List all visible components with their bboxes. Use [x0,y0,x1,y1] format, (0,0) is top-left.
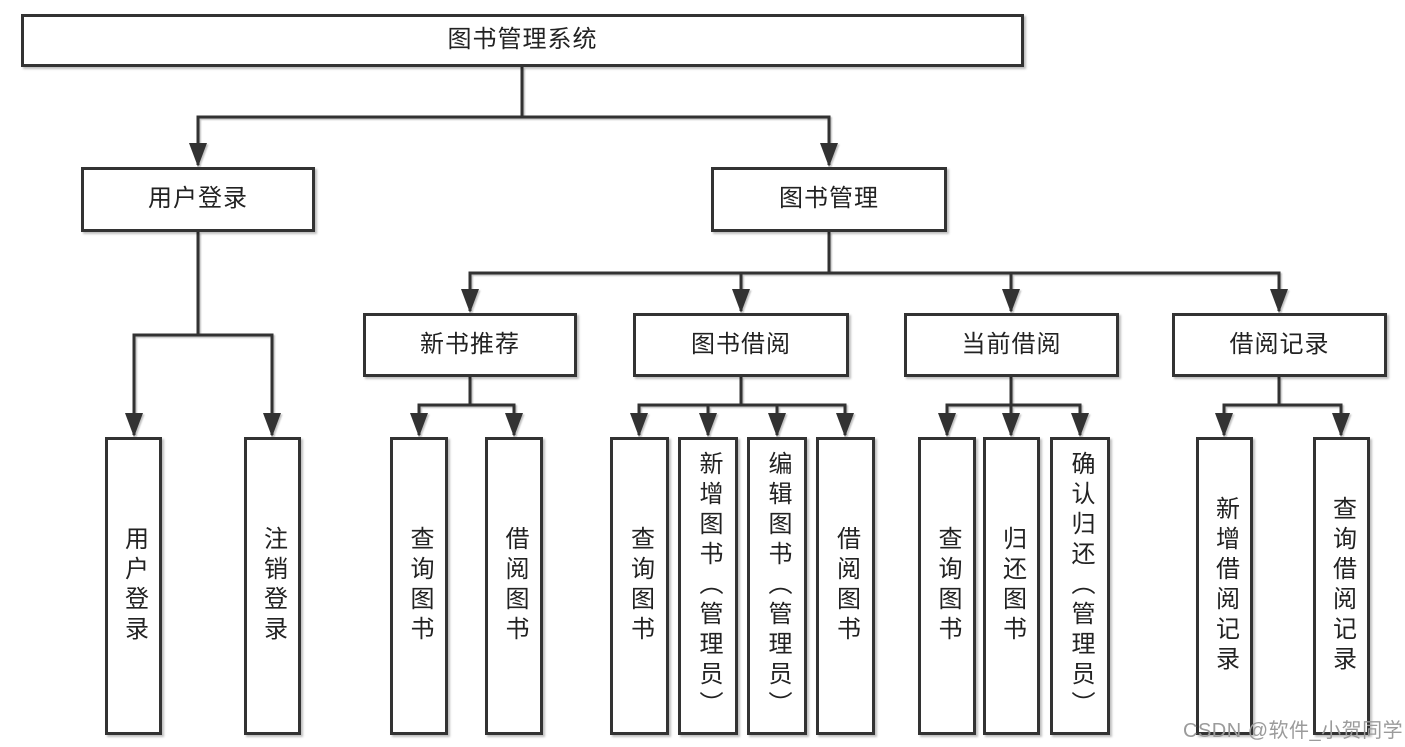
node-borrowing-records: 借阅记录 [1172,313,1387,377]
connector-group [125,67,1350,437]
leaf-borrow-books-recommend: 借阅图书 [485,437,543,735]
leaf-add-borrow-record: 新增借阅记录 [1196,437,1253,735]
node-book-management: 图书管理 [711,167,947,232]
node-book-management-label: 图书管理 [779,185,879,213]
leaf-edit-books-admin: 编辑图书（管理员） [747,437,807,735]
leaf-logout-label: 注销登录 [259,526,287,646]
leaf-add-books-admin: 新增图书（管理员） [678,437,738,735]
leaf-confirm-return-admin: 确认归还（管理员） [1050,437,1110,735]
leaf-query-books-borrowing-label: 查询图书 [626,526,654,646]
node-user-login: 用户登录 [81,167,315,232]
leaf-add-borrow-record-label: 新增借阅记录 [1211,496,1239,676]
leaf-query-books-recommend: 查询图书 [390,437,448,735]
leaf-logout: 注销登录 [244,437,301,735]
leaf-user-login-label: 用户登录 [120,526,148,646]
leaf-query-borrow-record-label: 查询借阅记录 [1328,496,1356,676]
node-new-book-recommend: 新书推荐 [363,313,577,377]
leaf-user-login: 用户登录 [105,437,162,735]
node-borrowing-records-label: 借阅记录 [1229,330,1330,358]
leaf-add-books-admin-label: 新增图书（管理员） [695,451,722,721]
leaf-query-books-current: 查询图书 [918,437,976,735]
node-library-system: 图书管理系统 [21,14,1024,67]
leaf-borrow-books-recommend-label: 借阅图书 [501,526,528,646]
node-current-borrowing: 当前借阅 [904,313,1119,377]
leaf-query-books-borrowing: 查询图书 [610,437,669,735]
leaf-query-borrow-record: 查询借阅记录 [1313,437,1370,735]
leaf-return-books-label: 归还图书 [998,526,1026,646]
leaf-borrow-books: 借阅图书 [816,437,875,735]
node-book-borrowing-label: 图书借阅 [691,330,791,358]
node-new-book-recommend-label: 新书推荐 [420,330,520,358]
watermark: CSDN @软件_小贺同学 [1183,720,1404,742]
node-library-system-label: 图书管理系统 [447,26,598,54]
leaf-confirm-return-admin-label: 确认归还（管理员） [1067,451,1094,721]
leaf-query-books-recommend-label: 查询图书 [406,526,433,646]
leaf-query-books-current-label: 查询图书 [934,526,961,646]
node-book-borrowing: 图书借阅 [633,313,849,377]
node-user-login-label: 用户登录 [148,185,248,213]
leaf-return-books: 归还图书 [983,437,1040,735]
leaf-edit-books-admin-label: 编辑图书（管理员） [764,451,791,721]
leaf-borrow-books-label: 借阅图书 [832,526,860,646]
node-current-borrowing-label: 当前借阅 [961,330,1062,358]
